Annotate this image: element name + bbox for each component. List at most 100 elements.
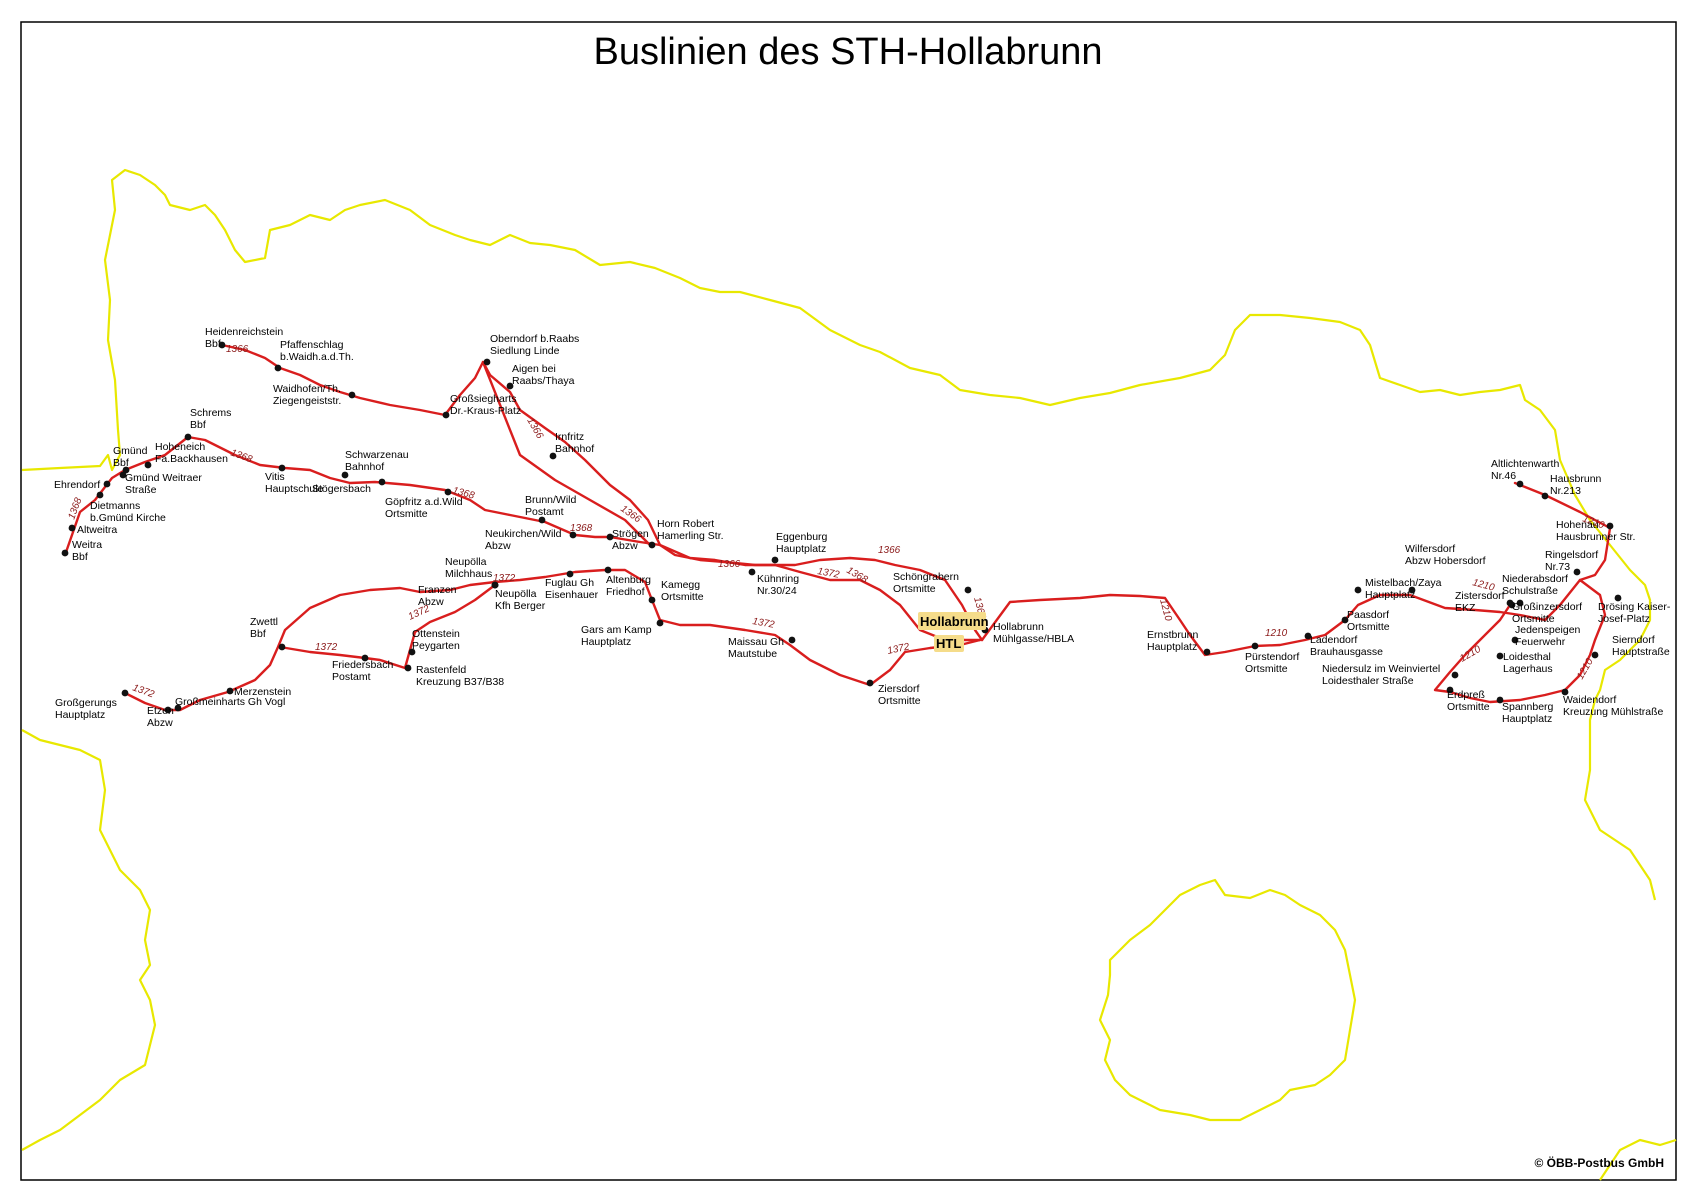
bus-stop[interactable]: Merzenstein bbox=[226, 686, 292, 698]
copyright-credit: © ÖBB-Postbus GmbH bbox=[1534, 1155, 1664, 1170]
htl-highlight[interactable]: HTL bbox=[934, 635, 964, 652]
bus-stop-marker bbox=[1251, 642, 1259, 650]
bus-stop-marker bbox=[404, 664, 412, 672]
bus-stop-label: Altweitra bbox=[77, 524, 117, 536]
bus-stop-detail: Dr.-Kraus-Platz bbox=[450, 405, 521, 417]
bus-stop[interactable]: Großmeinharts Gh Vogl bbox=[174, 696, 286, 712]
bus-stop[interactable]: Drösing Kaiser-Josef-Platz bbox=[1598, 594, 1671, 625]
bus-stop-detail: Ortsmitte bbox=[1447, 701, 1490, 713]
bus-stop-marker bbox=[408, 648, 416, 656]
route-1372-zwettl-rastenfeld bbox=[278, 583, 497, 670]
bus-stop-marker bbox=[964, 586, 972, 594]
bus-stop-marker bbox=[361, 654, 369, 662]
bus-stop-name: Heidenreichstein bbox=[205, 326, 283, 338]
lower-austria-border-north bbox=[21, 168, 1657, 901]
bus-stop-detail: Hauptschule bbox=[265, 483, 324, 495]
route-1368-west bbox=[63, 435, 662, 557]
bus-stop-marker bbox=[656, 619, 664, 627]
bus-stop-name: Waidendorf bbox=[1563, 694, 1616, 706]
bus-stop-name: Zwettl bbox=[250, 616, 278, 628]
bus-stop-name: Drösing Kaiser- bbox=[1598, 601, 1671, 613]
bus-stop[interactable]: Ehrendorf bbox=[54, 479, 111, 491]
bus-stop[interactable]: Altweitra bbox=[68, 524, 118, 536]
bus-stop-marker bbox=[788, 636, 796, 644]
bus-stop-detail: Abzw bbox=[418, 596, 444, 608]
hollabrunn-highlight[interactable]: Hollabrunn bbox=[918, 612, 989, 630]
bus-stop-detail: Bahnhof bbox=[345, 461, 384, 473]
bus-stop-name: Zistersdorf bbox=[1455, 590, 1505, 602]
vienna-border bbox=[1098, 878, 1357, 1122]
bus-stop[interactable]: Waidhofen/Th.Ziegengeiststr. bbox=[273, 383, 356, 407]
bus-stop-name: Niedersulz im Weinviertel bbox=[1322, 663, 1440, 675]
bus-stop-name: Strögen bbox=[612, 528, 649, 540]
bus-stop-name: Neukirchen/Wild bbox=[485, 528, 562, 540]
bus-stop-detail: Nr.213 bbox=[1550, 485, 1581, 497]
bus-stop-marker bbox=[348, 391, 356, 399]
bus-stop-name: Gmünd bbox=[113, 445, 148, 457]
bus-stop[interactable]: Stögersbach bbox=[312, 478, 386, 495]
